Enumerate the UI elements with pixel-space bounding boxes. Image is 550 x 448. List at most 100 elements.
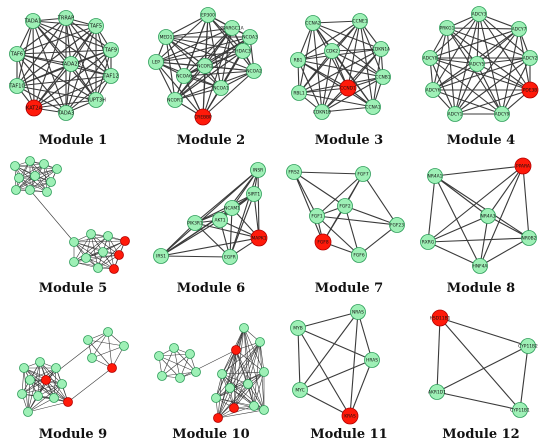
network-node: RBL1 — [291, 85, 307, 101]
node-circle — [314, 104, 330, 120]
network-edge — [16, 63, 72, 87]
highlighted-node-circle — [250, 229, 268, 247]
network-edge — [432, 63, 478, 91]
network-node: AKR1D1 — [428, 384, 446, 400]
network-node: TAF10 — [8, 78, 25, 94]
highlighted-node-circle — [107, 363, 117, 373]
module-caption-4: Module 4 — [446, 133, 516, 148]
network-node — [86, 229, 96, 239]
network-edge — [257, 169, 260, 239]
node-circle — [355, 166, 371, 182]
network-node: NCOA6 — [176, 68, 192, 84]
highlighted-node-circle — [341, 407, 359, 425]
network-edge — [155, 14, 209, 63]
node-circle — [480, 208, 496, 224]
node-label: ADCY1 — [448, 112, 463, 118]
network-node — [103, 327, 113, 337]
network-node — [87, 353, 97, 363]
network-node — [98, 247, 108, 257]
node-label: PIK3R1 — [187, 221, 203, 227]
network-edge — [454, 28, 520, 115]
node-circle — [83, 335, 93, 345]
node-label: IRS1 — [156, 254, 166, 260]
node-circle — [224, 200, 240, 216]
network-edge — [479, 237, 530, 267]
node-label: NCAM1 — [224, 206, 240, 212]
node-circle — [191, 367, 201, 377]
network-edge — [183, 14, 209, 77]
network-edge — [15, 181, 52, 191]
node-label: PDE3B — [523, 88, 538, 94]
network-edge — [434, 175, 530, 239]
highlighted-node-circle — [431, 309, 449, 327]
network-edge — [85, 257, 115, 270]
node-circle — [185, 349, 195, 359]
node-label: RBL1 — [293, 91, 305, 97]
node-circle — [520, 338, 536, 354]
node-circle — [286, 164, 302, 180]
highlighted-node-circle — [514, 157, 532, 175]
node-label: NCOA1 — [213, 86, 229, 92]
network-node — [11, 185, 21, 195]
network-edge — [217, 341, 261, 419]
network-edge — [194, 222, 260, 239]
node-circle — [9, 78, 25, 94]
network-edge — [217, 387, 231, 419]
network-edge — [27, 379, 31, 413]
network-edge — [155, 50, 244, 63]
node-circle — [19, 363, 29, 373]
network-edge — [73, 241, 115, 270]
network-node: PPARGC1A — [220, 20, 244, 36]
network-edge — [434, 165, 524, 177]
network-node: SIRT1 — [246, 186, 262, 202]
node-circle — [11, 185, 21, 195]
node-circle — [167, 92, 183, 108]
node-circle — [337, 198, 353, 214]
network-edge — [321, 106, 374, 113]
network-edge — [91, 345, 125, 359]
network-edge — [454, 13, 480, 115]
node-label: LEP — [152, 60, 160, 66]
network-edge — [347, 20, 361, 89]
network-edge — [32, 20, 35, 109]
network-node: NCOA3 — [242, 29, 258, 45]
node-label: EP300 — [201, 13, 215, 19]
network-edge — [21, 383, 63, 395]
network-edge — [432, 13, 480, 91]
network-edge — [16, 53, 67, 114]
module-caption-3: Module 3 — [314, 133, 384, 148]
network-edge — [297, 59, 384, 78]
node-circle — [290, 320, 306, 336]
node-circle — [10, 161, 20, 171]
network-edge — [427, 215, 489, 243]
node-label: EGFR — [224, 255, 236, 261]
node-circle — [494, 106, 510, 122]
node-circle — [447, 106, 463, 122]
network-edge — [27, 401, 69, 413]
node-label: PPARA — [516, 164, 530, 170]
node-label: ADCY3 — [472, 12, 487, 18]
network-graph-2: EP300NCOA3NCOA2MED1PPARGC1ALEPNCOA1CREBB… — [148, 7, 262, 126]
node-label: NCOA2 — [246, 69, 262, 75]
node-circle — [58, 10, 74, 26]
node-label: TAF10 — [8, 84, 24, 90]
node-label: KRAS — [344, 414, 356, 420]
node-circle — [224, 20, 240, 36]
network-edge — [297, 20, 361, 61]
network-node — [120, 236, 130, 246]
network-edge — [243, 327, 255, 407]
network-edge — [478, 13, 531, 59]
network-node — [175, 373, 185, 383]
node-label: PRKG1 — [440, 26, 455, 32]
network-edge — [233, 349, 237, 409]
network-edge — [67, 367, 113, 403]
network-edge — [476, 63, 503, 115]
highlighted-node-circle — [231, 345, 241, 355]
network-edge — [73, 233, 92, 263]
network-edge — [39, 361, 63, 385]
node-label: RXRG — [422, 240, 435, 246]
node-circle — [246, 63, 262, 79]
network-edge — [202, 65, 206, 118]
network-edge — [155, 27, 233, 63]
